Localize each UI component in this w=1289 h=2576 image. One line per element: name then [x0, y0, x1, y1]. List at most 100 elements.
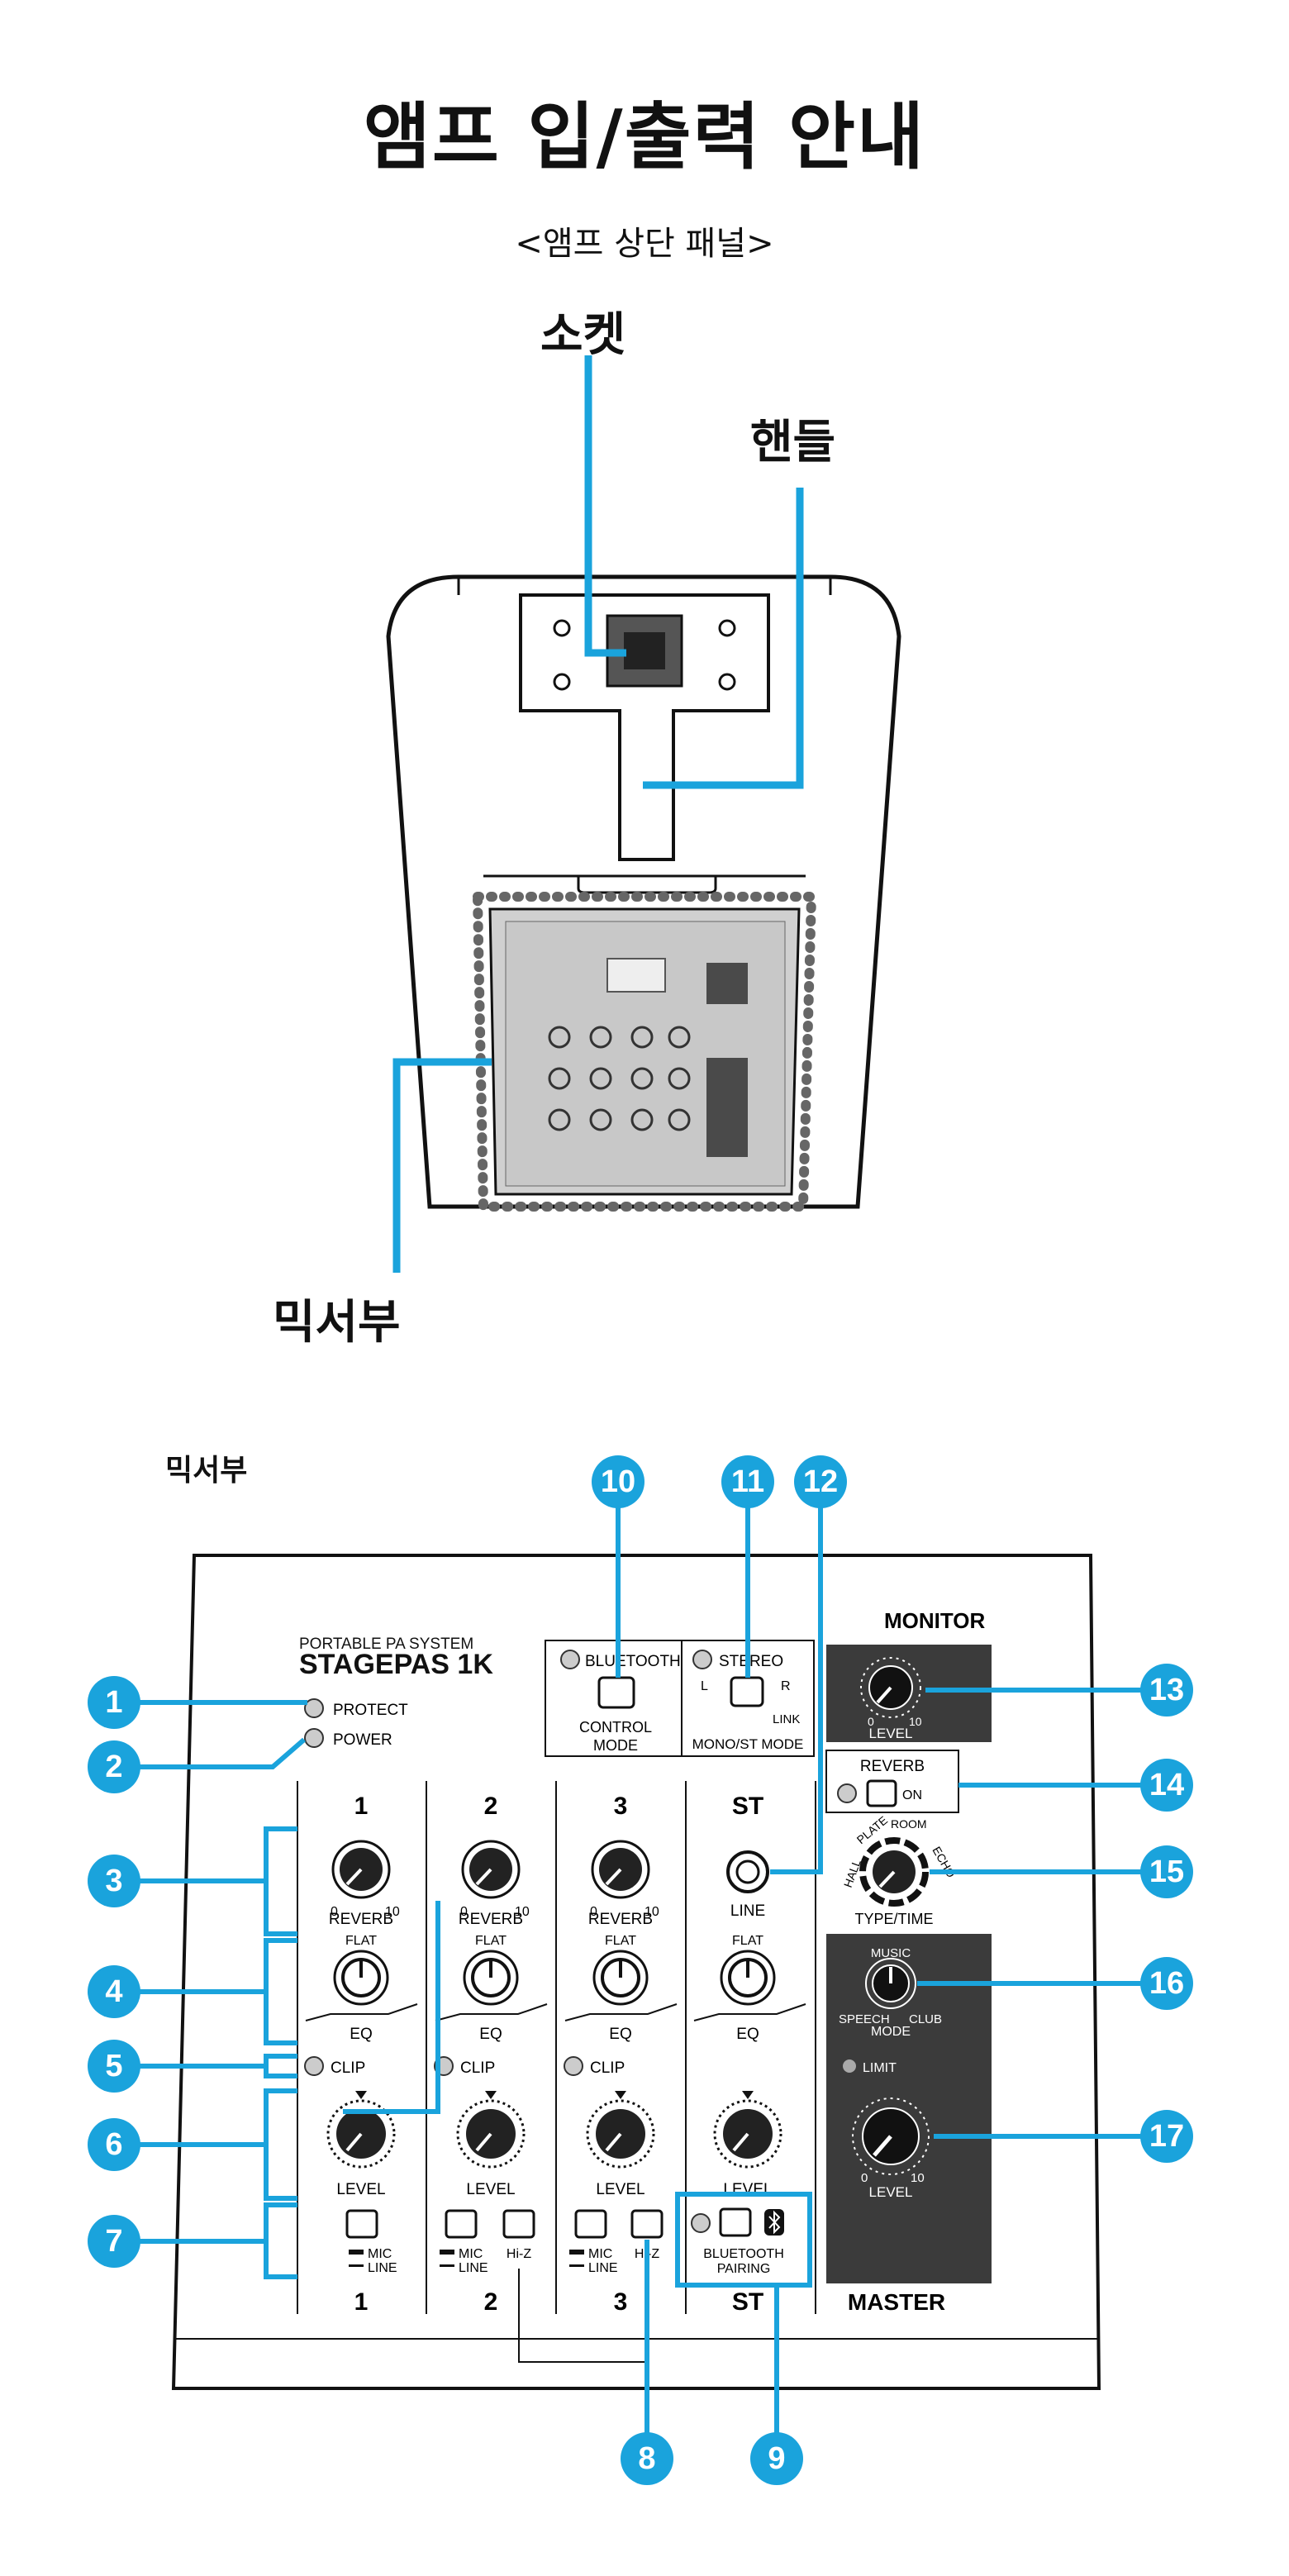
control-mode-label2: MODE — [593, 1737, 638, 1754]
master-speech: SPEECH — [839, 2012, 890, 2026]
callout-13: 13 — [1140, 1664, 1193, 1717]
ch1-clip-led — [304, 2056, 324, 2076]
ch2-header: 2 — [484, 1793, 498, 1820]
ch1-level: LEVEL — [336, 2181, 385, 2198]
master-max: 10 — [911, 2171, 925, 2185]
callout-17: 17 — [1140, 2110, 1193, 2163]
reverb-knob-ch1 — [331, 1840, 391, 1899]
stereo-label: STEREO — [719, 1653, 783, 1670]
callout-2: 2 — [88, 1740, 140, 1793]
callout-12: 12 — [794, 1455, 847, 1508]
svg-text:9: 9 — [768, 2441, 785, 2476]
callout-11: 11 — [721, 1455, 774, 1508]
bt-pairing-led — [691, 2213, 711, 2233]
ch2-reverb-label: REVERB — [459, 1911, 523, 1928]
master-panel — [826, 1934, 992, 2283]
ch3-clip-led — [564, 2056, 583, 2076]
ch3-clip: CLIP — [590, 2059, 625, 2077]
master-club: CLUB — [909, 2012, 942, 2026]
mono-st-button — [730, 1676, 764, 1707]
ch2-level: LEVEL — [466, 2181, 515, 2198]
ch3-flat: FLAT — [605, 1934, 636, 1948]
ch3-reverb-label: REVERB — [588, 1911, 653, 1928]
callout-10: 10 — [592, 1455, 644, 1508]
svg-text:15: 15 — [1149, 1855, 1184, 1889]
master-mode-knob — [865, 1958, 916, 2009]
ch2-line: LINE — [459, 2261, 488, 2275]
bt-pairing-label2: PAIRING — [717, 2262, 771, 2276]
brand-logo: STAGEPAS 1K — [299, 1649, 493, 1680]
ch2-hiz: Hi-Z — [507, 2247, 531, 2261]
eq-knob-ch1 — [333, 1950, 389, 2006]
ch3-mic-line-switch — [574, 2209, 607, 2239]
master-title: MASTER — [848, 2289, 945, 2315]
ch2-eq: EQ — [479, 2026, 502, 2043]
callout-16: 16 — [1140, 1957, 1193, 2010]
svg-text:14: 14 — [1149, 1768, 1184, 1802]
page-title: 앰프 입/출력 안내 — [363, 94, 926, 179]
master-mode: MODE — [871, 2025, 911, 2039]
monitor-title: MONITOR — [884, 1608, 986, 1633]
svg-text:8: 8 — [638, 2441, 655, 2476]
reverb-led — [837, 1783, 857, 1803]
level-knob-ch3 — [586, 2091, 655, 2169]
svg-text:3: 3 — [105, 1864, 122, 1898]
power-label: POWER — [333, 1731, 392, 1749]
callout-4: 4 — [88, 1965, 140, 2018]
monitor-max: 10 — [909, 1715, 922, 1728]
ch2-flat: FLAT — [475, 1934, 507, 1948]
ch3-level: LEVEL — [596, 2181, 644, 2198]
brand-line1: PORTABLE PA SYSTEM — [299, 1636, 473, 1653]
ch1-header: 1 — [354, 1793, 369, 1820]
eq-knob-ch3 — [592, 1950, 649, 2006]
callout-7: 7 — [88, 2215, 140, 2268]
ch2-mic-line-switch — [445, 2209, 478, 2239]
ch1-rev-min: 0 — [331, 1905, 338, 1919]
ch1-footer: 1 — [354, 2288, 369, 2316]
ch3-footer: 3 — [614, 2288, 628, 2316]
protect-led — [304, 1698, 324, 1718]
level-knob-ch2 — [456, 2091, 526, 2169]
bt-pairing-button — [719, 2207, 752, 2237]
st-flat: FLAT — [732, 1934, 763, 1948]
control-mode-label1: CONTROL — [579, 1719, 652, 1736]
mixer-label: 믹서부 — [273, 1296, 401, 1350]
master-music: MUSIC — [871, 1946, 911, 1960]
ch3-rev-min: 0 — [590, 1905, 597, 1919]
monitor-level: LEVEL — [869, 1726, 913, 1741]
st-line-label: LINE — [730, 1902, 765, 1920]
svg-text:4: 4 — [105, 1974, 122, 2009]
svg-text:13: 13 — [1149, 1673, 1184, 1707]
reverb-on-button — [866, 1779, 897, 1807]
amp-top-illustration — [386, 355, 901, 1273]
ch3-mic: MIC — [588, 2247, 612, 2261]
ch2-clip: CLIP — [460, 2059, 495, 2077]
bluetooth-led — [560, 1650, 580, 1669]
limit-led — [843, 2059, 856, 2073]
callout-3: 3 — [88, 1855, 140, 1907]
ch1-mic: MIC — [368, 2247, 392, 2261]
mixer-section-label: 믹서부 — [165, 1454, 248, 1488]
eq-knob-st — [720, 1950, 776, 2006]
svg-text:7: 7 — [105, 2224, 122, 2259]
bluetooth-label: BLUETOOTH — [585, 1653, 681, 1670]
reverb-knob-ch3 — [591, 1840, 650, 1899]
svg-text:16: 16 — [1149, 1966, 1184, 2001]
svg-text:2: 2 — [105, 1750, 122, 1784]
protect-label: PROTECT — [333, 1702, 408, 1719]
monitor-level-knob — [860, 1657, 921, 1718]
stereo-r: R — [781, 1679, 791, 1693]
master-level-knob — [852, 2097, 930, 2175]
reverb-on: ON — [902, 1788, 922, 1802]
stereo-link: LINK — [773, 1712, 800, 1726]
ch1-clip: CLIP — [331, 2059, 365, 2077]
mixer-detail-diagram: PORTABLE PA SYSTEM STAGEPAS 1K PROTECT P… — [88, 1455, 1193, 2485]
callout-5: 5 — [88, 2040, 140, 2093]
master-limit: LIMIT — [863, 2061, 897, 2075]
st-eq: EQ — [736, 2026, 759, 2043]
level-knob-ch1 — [326, 2091, 396, 2169]
ch1-mic-line-switch — [345, 2209, 378, 2239]
svg-text:17: 17 — [1149, 2119, 1184, 2154]
st-footer: ST — [732, 2288, 763, 2316]
callout-1: 1 — [88, 1676, 140, 1729]
